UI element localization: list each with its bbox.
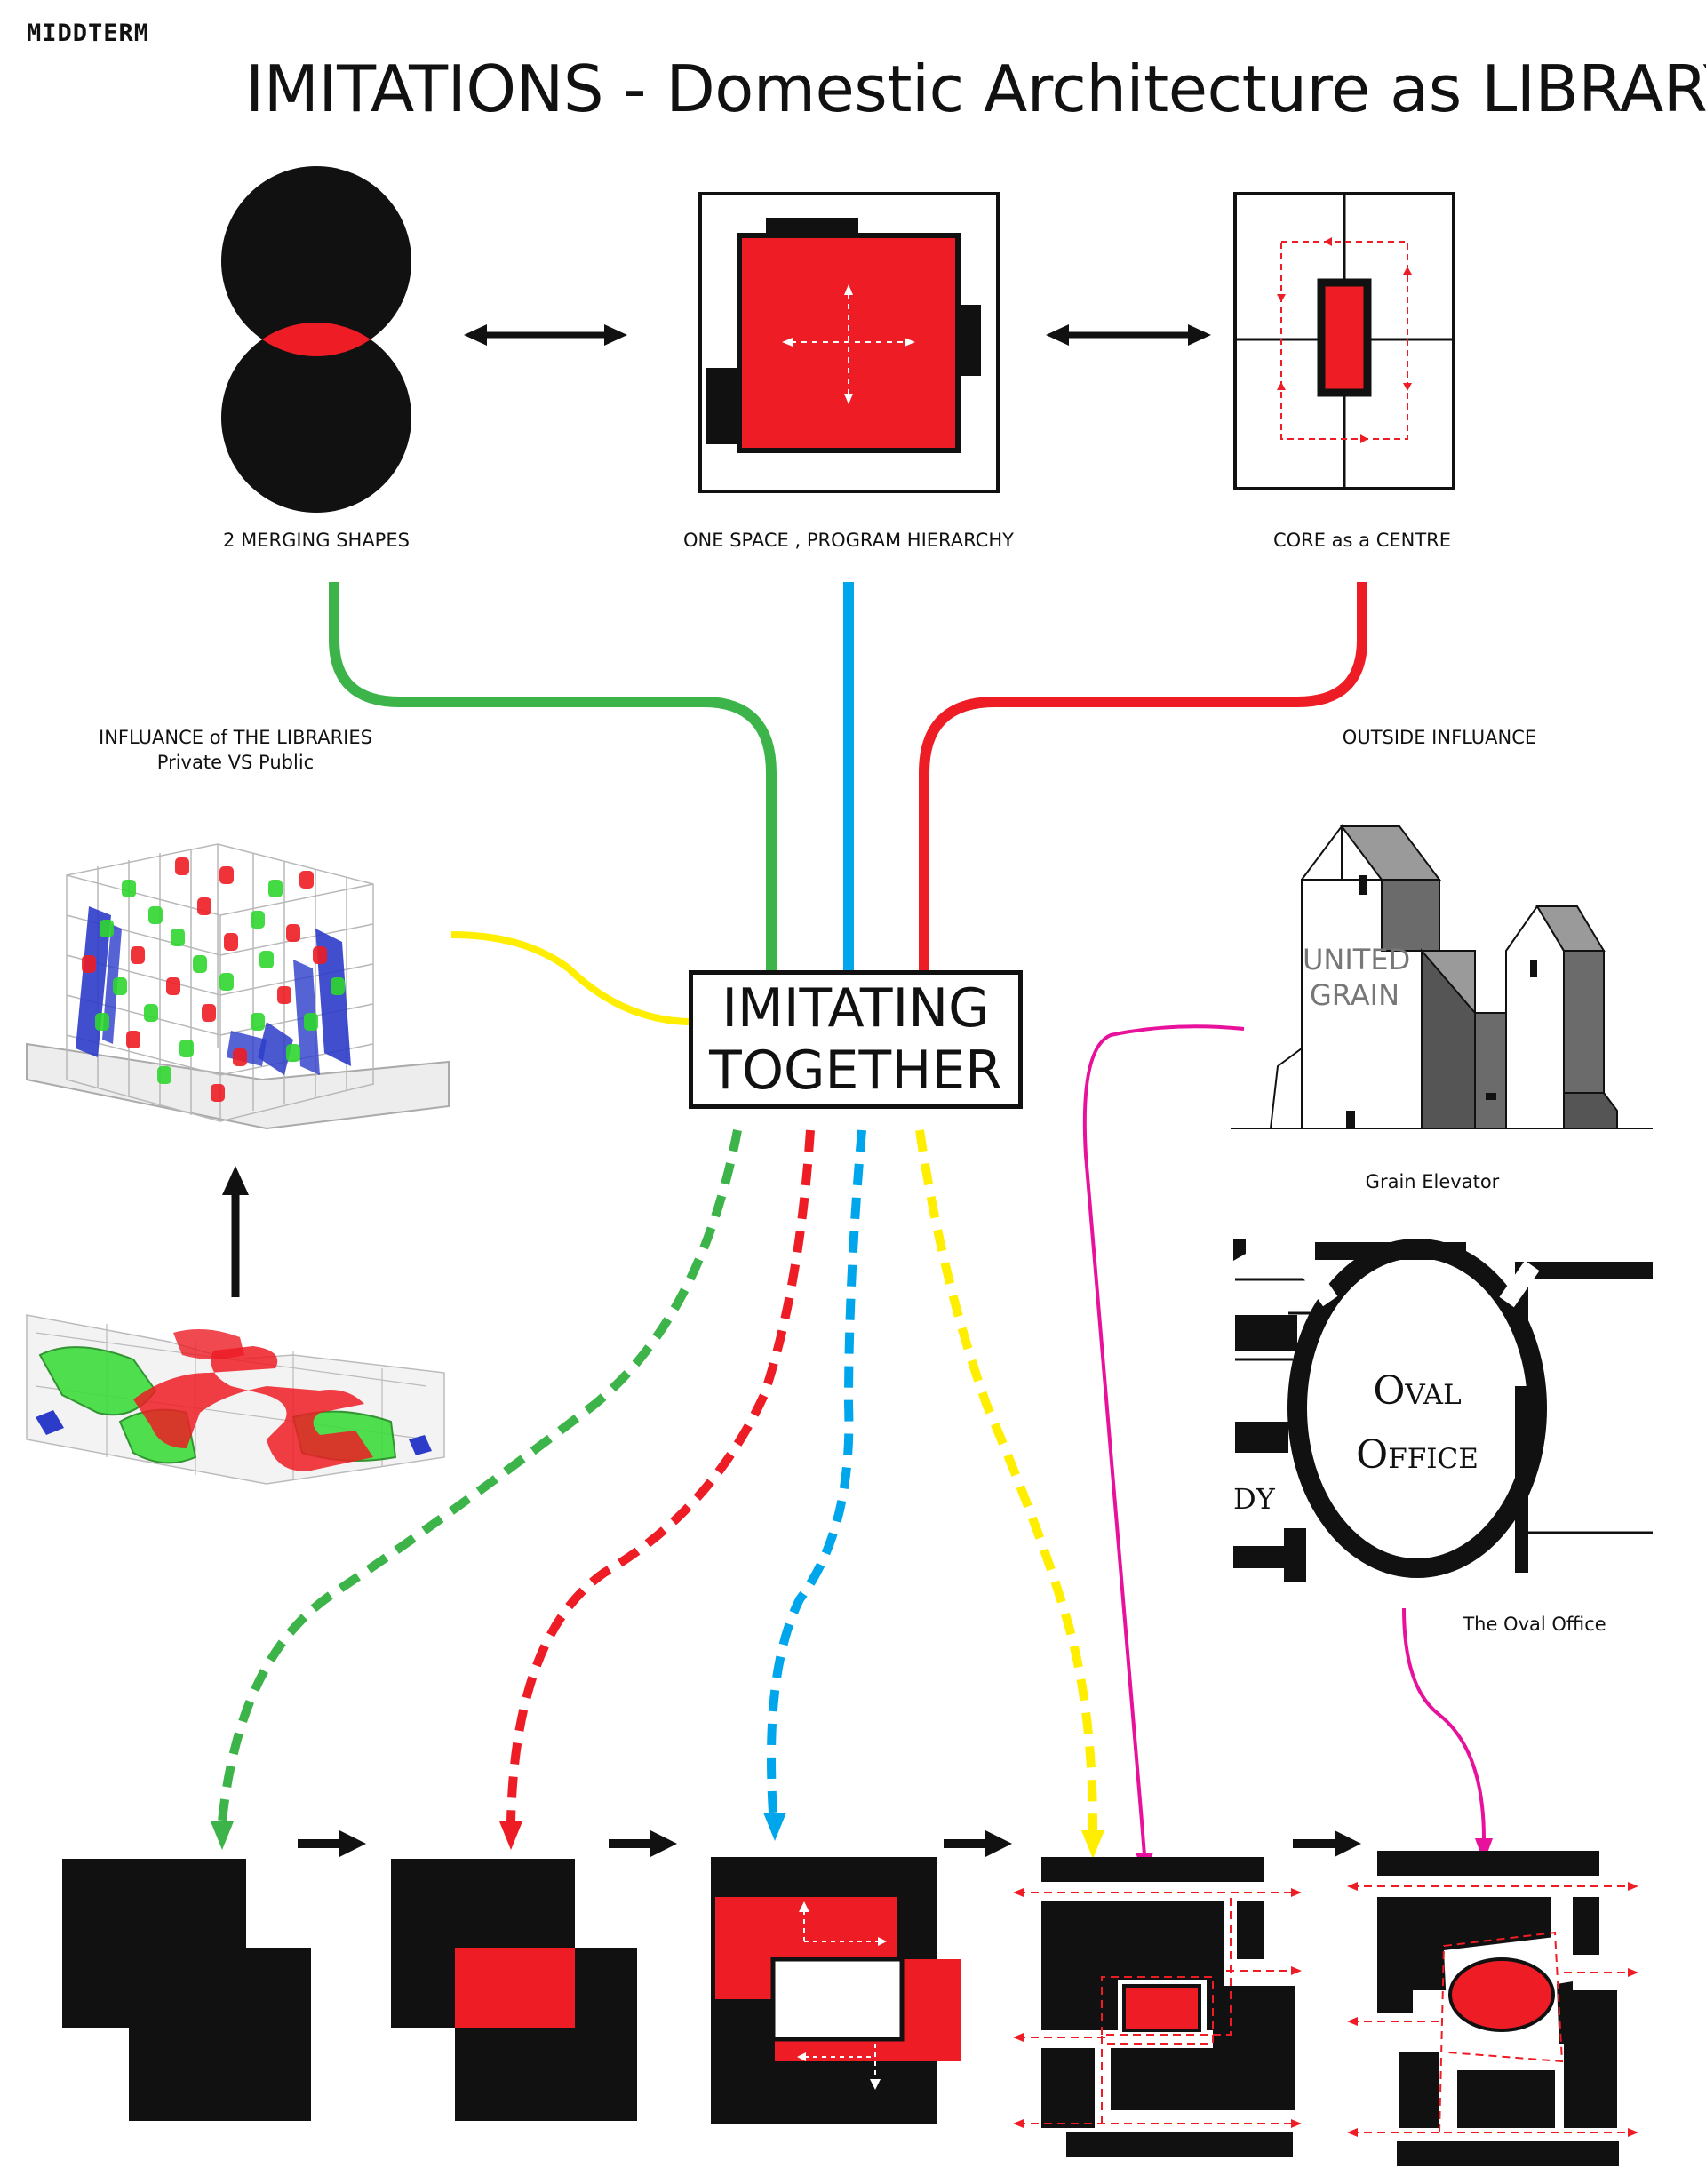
library-cylinder <box>113 977 127 995</box>
library-cylinder <box>126 1031 140 1048</box>
oval-office-plan <box>1233 1239 1653 1582</box>
library-cylinder <box>95 1013 109 1031</box>
library-cylinder <box>175 857 189 875</box>
library-cylinder <box>251 911 265 929</box>
blue-dashed-arrow <box>767 1129 866 1813</box>
library-cylinder <box>100 920 114 937</box>
core-centre-diagram <box>1233 192 1455 490</box>
grain-elevator-drawing <box>1231 824 1653 1129</box>
yellow-connector <box>450 931 690 1025</box>
evolution-step-1 <box>62 1859 311 2121</box>
library-cylinder <box>286 924 300 942</box>
library-cylinder <box>268 880 283 897</box>
library-cylinder <box>286 1044 300 1062</box>
concept-label-core-centre: CORE as a CENTRE <box>1272 530 1452 551</box>
libraries-label: INFLUANCE of THE LIBRARIES <box>99 727 372 748</box>
library-cylinder <box>259 951 274 968</box>
page-title: IMITATIONS - Domestic Architecture as LI… <box>245 52 1706 126</box>
green-dashed-arrow <box>218 1129 742 1822</box>
magenta-connector-grain <box>1082 1024 1245 1856</box>
library-cylinder <box>197 897 211 915</box>
double-arrow-1 <box>464 324 627 346</box>
sequence-arrows <box>298 1830 1361 1857</box>
grain-sign-line-2: GRAIN <box>1310 978 1399 1012</box>
outside-influence-label: OUTSIDE INFLUANCE <box>1342 727 1537 748</box>
magenta-connector-oval <box>1402 1607 1486 1840</box>
library-cylinder <box>211 1084 225 1102</box>
library-cylinder <box>202 1004 216 1022</box>
library-circulation-plan <box>26 1314 445 1485</box>
imitating-together-box: IMITATING TOGETHER <box>689 970 1023 1109</box>
green-connector <box>329 582 777 970</box>
evolution-step-4 <box>1013 1857 1302 2157</box>
oval-office-text: Oval Office <box>1356 1359 1479 1487</box>
yellow-dashed-arrow <box>915 1129 1097 1831</box>
concept-label-merging-shapes: 2 MERGING SHAPES <box>223 530 410 551</box>
library-cylinder <box>131 946 145 964</box>
oval-text-line-2: Office <box>1356 1432 1479 1478</box>
up-arrow <box>222 1166 249 1297</box>
hub-line-2: TOGETHER <box>709 1040 1002 1102</box>
library-cylinder <box>331 977 345 995</box>
library-cylinder <box>233 1048 247 1066</box>
library-cylinder <box>224 933 238 951</box>
blue-arrowhead <box>763 1813 786 1841</box>
library-cylinder <box>304 1013 318 1031</box>
merging-shapes-diagram <box>221 166 411 513</box>
library-cylinder <box>193 955 207 973</box>
library-cylinder <box>148 906 163 924</box>
yellow-arrowhead <box>1081 1830 1104 1859</box>
library-cylinder <box>251 1013 265 1031</box>
grain-elevator-caption: Grain Elevator <box>1365 1171 1500 1192</box>
concept-label-one-space: ONE SPACE , PROGRAM HIERARCHY <box>683 530 1014 551</box>
library-cylinder <box>166 977 180 995</box>
one-space-diagram <box>698 192 1000 493</box>
library-cylinder <box>171 929 185 946</box>
library-cylinder <box>157 1066 171 1084</box>
library-cylinder <box>277 986 291 1004</box>
library-cylinder <box>82 955 96 973</box>
library-cylinder <box>122 880 136 897</box>
magenta-arrowhead-oval <box>1475 1838 1493 1862</box>
oval-plan-fragment: DY <box>1233 1482 1275 1516</box>
library-cylinder <box>219 866 234 884</box>
red-dashed-arrow <box>506 1129 815 1822</box>
grain-sign-line-1: UNITED <box>1303 943 1411 976</box>
evolution-step-3 <box>711 1857 961 2124</box>
library-axonometric <box>26 843 450 1130</box>
library-cylinder <box>313 946 327 964</box>
double-arrow-2 <box>1046 324 1211 346</box>
library-cylinder <box>219 973 234 991</box>
evolution-step-5 <box>1347 1851 1638 2166</box>
library-cylinder <box>144 1004 158 1022</box>
oval-office-caption: The Oval Office <box>1463 1614 1606 1635</box>
library-cylinder <box>179 1040 194 1057</box>
library-cylinder <box>299 871 314 889</box>
red-arrowhead <box>499 1821 522 1850</box>
red-connector <box>919 582 1367 970</box>
oval-text-line-1: Oval <box>1373 1368 1462 1414</box>
green-arrowhead <box>211 1821 234 1850</box>
evolution-step-2 <box>391 1859 637 2121</box>
grain-sign: UNITED GRAIN <box>1303 942 1410 1013</box>
hub-line-1: IMITATING <box>721 977 990 1040</box>
brand-label: MIDDTERM <box>27 20 150 47</box>
libraries-sublabel: Private VS Public <box>156 752 315 773</box>
